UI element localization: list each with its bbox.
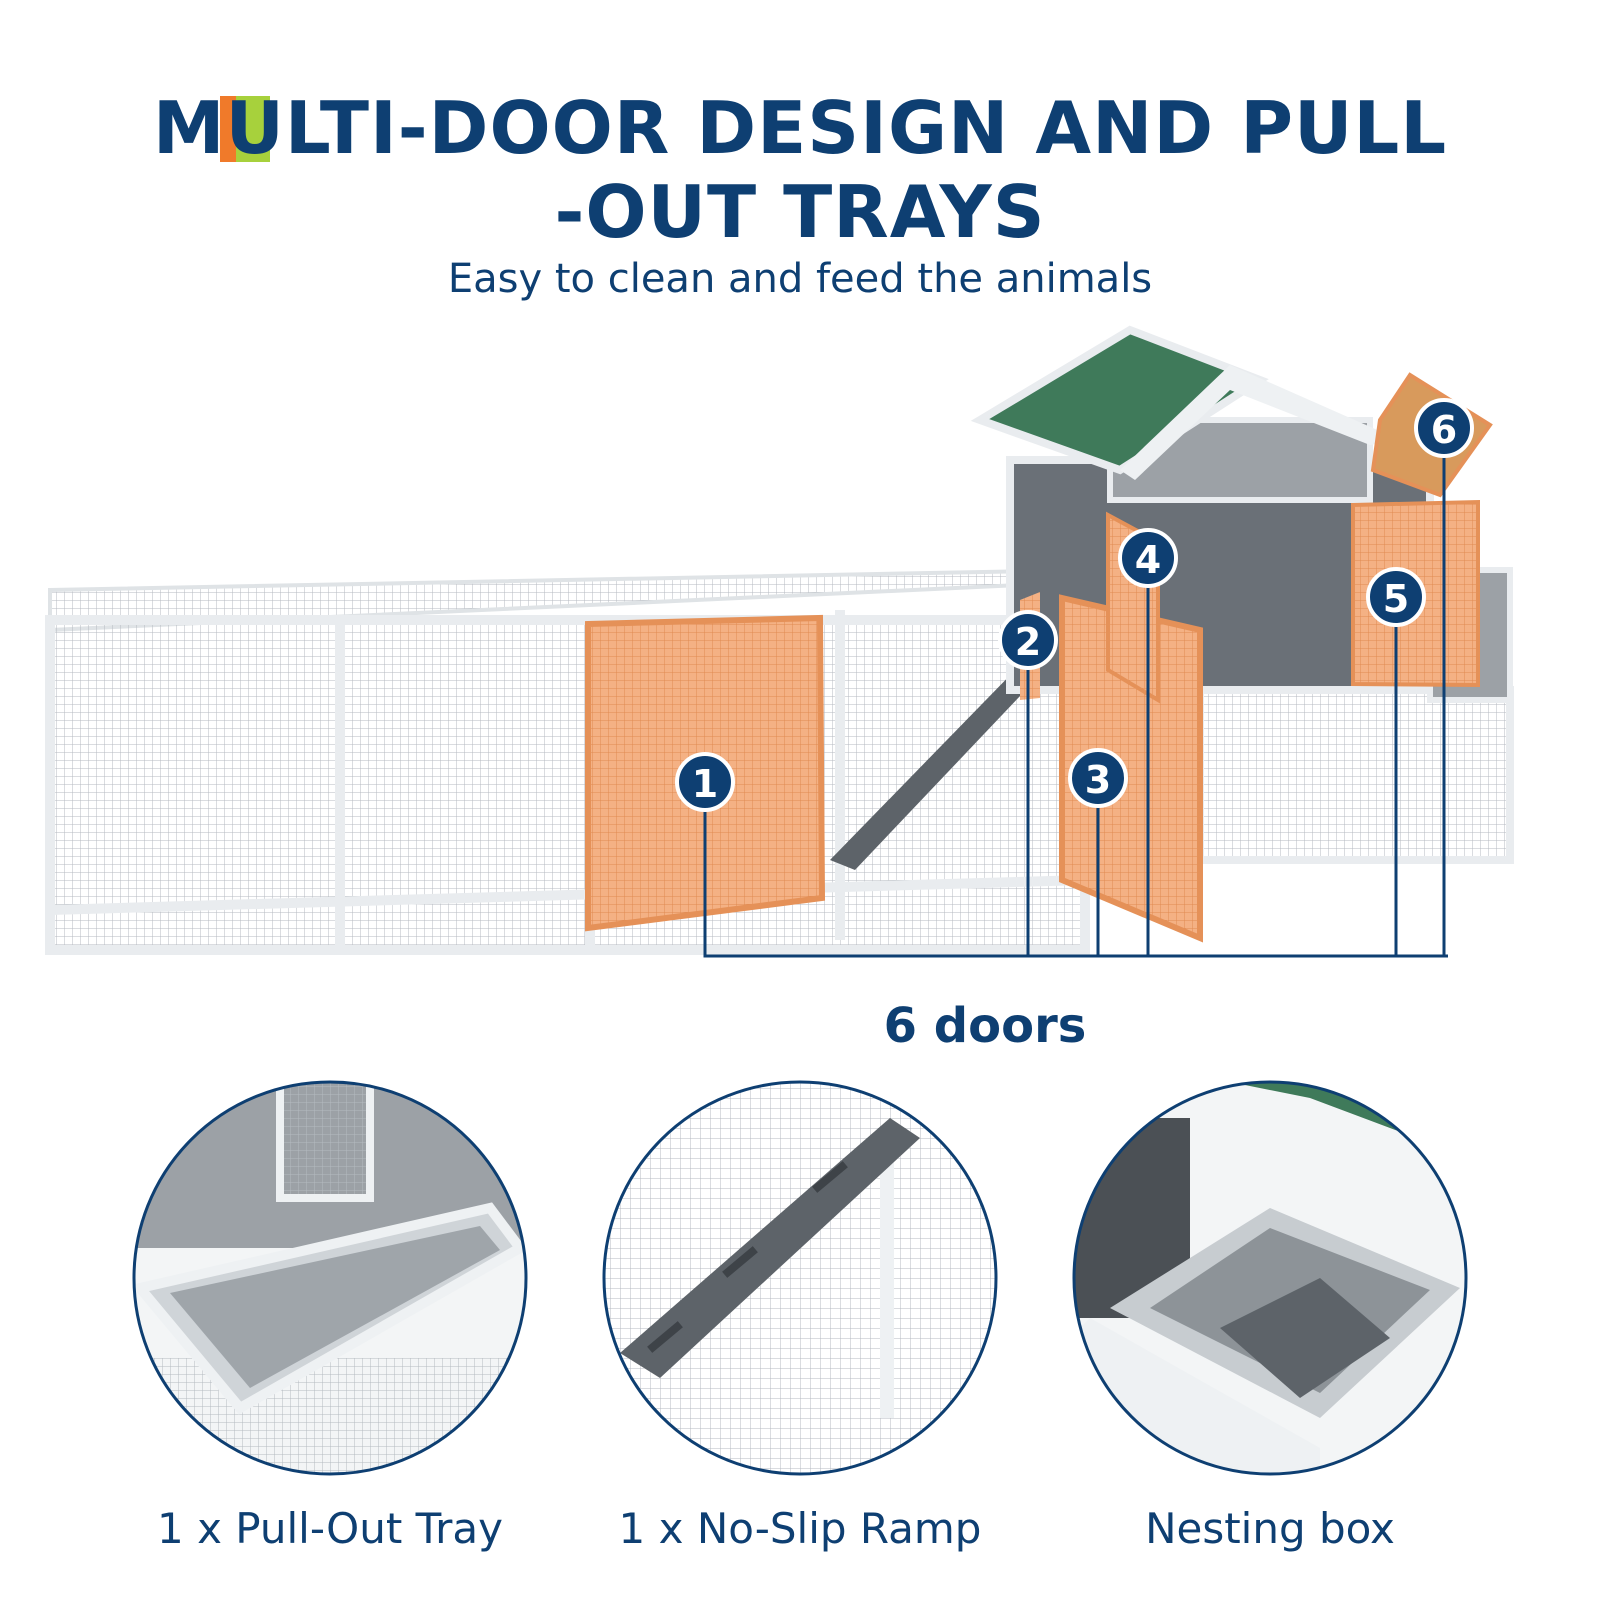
svg-text:4: 4 <box>1135 538 1161 582</box>
svg-text:3: 3 <box>1085 758 1111 802</box>
page-title-line1: MULTI-DOOR DESIGN AND PULL <box>152 86 1448 170</box>
page-title-line2: -OUT TRAYS <box>554 170 1046 254</box>
door-badge-6: 6 <box>1414 398 1474 458</box>
hutch-illustration: 1 2 3 4 5 6 <box>45 325 1514 958</box>
svg-text:5: 5 <box>1383 577 1409 621</box>
nesting-box-detail <box>1072 1080 1468 1476</box>
ramp <box>830 665 1040 870</box>
door-badge-3: 3 <box>1068 748 1128 808</box>
svg-text:1: 1 <box>692 762 718 806</box>
pull-out-tray-caption: 1 x Pull-Out Tray <box>157 1504 503 1553</box>
no-slip-ramp-detail <box>602 1080 998 1476</box>
door-badge-4: 4 <box>1118 528 1178 588</box>
door-badge-5: 5 <box>1366 567 1426 627</box>
nesting-box-caption: Nesting box <box>1145 1504 1395 1553</box>
svg-text:6: 6 <box>1431 408 1457 452</box>
svg-text:2: 2 <box>1015 620 1041 664</box>
hutch-lower <box>1196 686 1514 864</box>
door-badge-2: 2 <box>998 610 1058 670</box>
no-slip-ramp-caption: 1 x No-Slip Ramp <box>618 1504 982 1553</box>
doors-count-label: 6 doors <box>883 998 1087 1054</box>
title-accent-green <box>236 96 270 162</box>
pull-out-tray-detail <box>132 1080 528 1476</box>
title-accent-orange <box>220 96 236 162</box>
door-badge-1: 1 <box>675 752 735 812</box>
page-subtitle: Easy to clean and feed the animals <box>447 256 1153 302</box>
door-leader-lines <box>703 428 1448 958</box>
